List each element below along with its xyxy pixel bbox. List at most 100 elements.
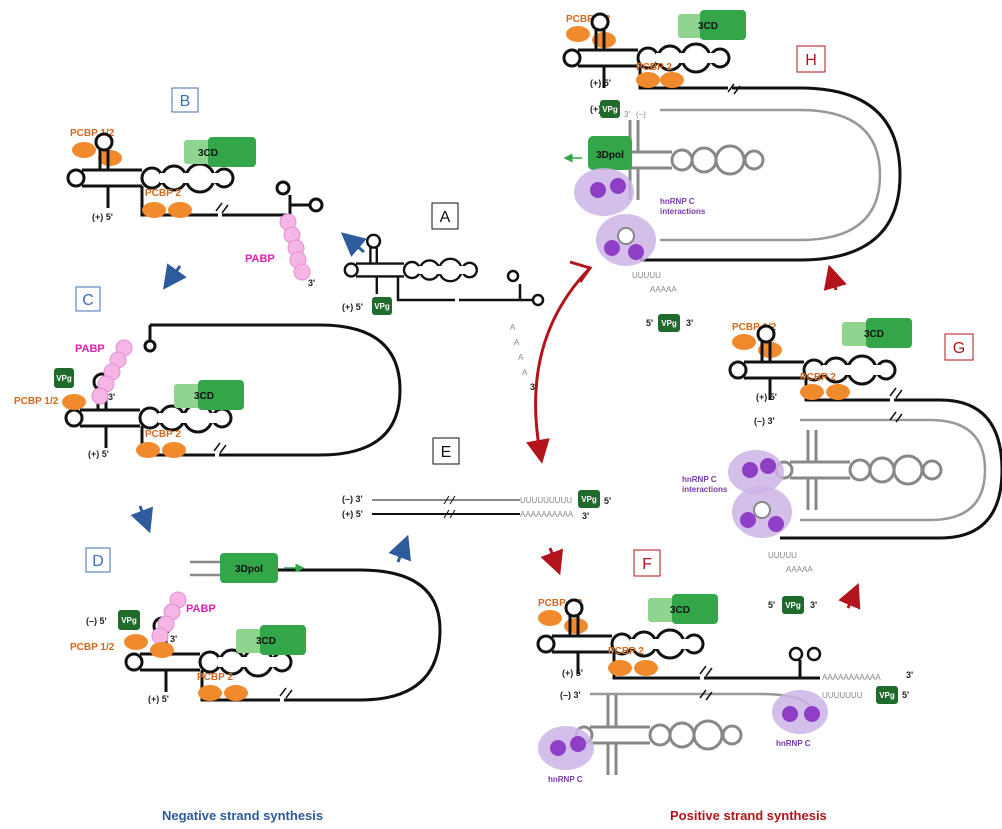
svg-text:VPg: VPg xyxy=(581,495,597,504)
svg-text:3': 3' xyxy=(906,670,913,680)
arrow-a-to-b xyxy=(340,232,367,257)
svg-text:UUUUU: UUUUU xyxy=(632,271,661,280)
svg-text:(–) 3': (–) 3' xyxy=(560,690,581,700)
caption-positive: Positive strand synthesis xyxy=(670,808,827,823)
svg-text:interactions: interactions xyxy=(660,207,706,216)
arrow-g-to-h xyxy=(823,264,847,291)
svg-text:(+) 5': (+) 5' xyxy=(342,509,363,519)
svg-text:(–) 3': (–) 3' xyxy=(342,494,363,504)
panel-g: G PCBP 1/2 3CD PCBP 2 (+) 5' (–) 3' hnRN… xyxy=(682,318,1002,614)
svg-text:A: A xyxy=(522,368,528,377)
svg-text:(+) 5': (+) 5' xyxy=(590,78,611,88)
svg-text:3': 3' xyxy=(170,634,177,644)
arrow-c-to-d xyxy=(130,505,154,534)
svg-text:3CD: 3CD xyxy=(194,391,214,402)
arrow-b-to-c xyxy=(163,263,187,290)
svg-text:PCBP 2: PCBP 2 xyxy=(145,429,181,440)
svg-text:3Dpol: 3Dpol xyxy=(596,150,624,161)
svg-text:PCBP 1/2: PCBP 1/2 xyxy=(14,396,59,407)
svg-text:3': 3' xyxy=(624,110,630,119)
panel-label-h: H xyxy=(805,52,817,69)
svg-text:(+) 5': (+) 5' xyxy=(88,449,109,459)
arrow-f-to-g xyxy=(838,582,861,610)
svg-text:3CD: 3CD xyxy=(698,21,718,32)
svg-text:PCBP 2: PCBP 2 xyxy=(636,62,672,73)
panel-c: C 3CD PCBP 2 (+) 5' PABP VPg PCBP 1/2 3' xyxy=(14,286,402,459)
panel-a: A A A A A 3' (+) 5' VPg xyxy=(342,202,545,392)
panel-d: D 3Dpol 3CD PCBP 2 (+) 5' PABP 3' (–) 5'… xyxy=(70,547,442,704)
svg-text:hnRNP C: hnRNP C xyxy=(682,475,717,484)
svg-text:(–): (–) xyxy=(636,110,646,119)
svg-text:5': 5' xyxy=(902,690,909,700)
panel-label-d: D xyxy=(92,553,104,570)
svg-text:(–) 5': (–) 5' xyxy=(86,616,107,626)
svg-text:UUUUUUUUU: UUUUUUUUU xyxy=(520,496,572,505)
svg-text:PCBP 1/2: PCBP 1/2 xyxy=(566,14,611,25)
svg-text:3CD: 3CD xyxy=(256,636,276,647)
svg-text:VPg: VPg xyxy=(602,105,618,114)
svg-text:5': 5' xyxy=(646,318,653,328)
svg-text:PCBP 1/2: PCBP 1/2 xyxy=(70,642,115,653)
svg-text:(–) 3': (–) 3' xyxy=(754,416,775,426)
panel-h: H PCBP 1/2 3CD PCBP 2 (+) 5' (+) 5' VPg … xyxy=(562,10,902,332)
panel-label-b: B xyxy=(180,93,191,110)
svg-text:3CD: 3CD xyxy=(670,605,690,616)
panel-e: E (–) 3' (+) 5' UUUUUUUUU AAAAAAAAAA VPg… xyxy=(342,437,611,521)
dpol-label: 3Dpol xyxy=(235,564,263,575)
svg-text:UUUUUUU: UUUUUUU xyxy=(822,691,863,700)
caption-negative: Negative strand synthesis xyxy=(162,808,324,823)
panel-label-c: C xyxy=(82,292,94,309)
svg-text:3': 3' xyxy=(308,278,315,288)
svg-text:PABP: PABP xyxy=(75,343,105,355)
svg-text:A: A xyxy=(518,353,524,362)
svg-text:3CD: 3CD xyxy=(864,329,884,340)
panel-label-a: A xyxy=(440,209,451,226)
svg-text:PCBP 1/2: PCBP 1/2 xyxy=(732,322,777,333)
svg-text:3': 3' xyxy=(108,392,115,402)
svg-text:PCBP 2: PCBP 2 xyxy=(608,646,644,657)
svg-text:PCBP 2: PCBP 2 xyxy=(800,372,836,383)
svg-text:A: A xyxy=(514,338,520,347)
panel-label-e: E xyxy=(441,444,452,461)
arrow-e-to-f xyxy=(540,547,564,576)
svg-text:VPg: VPg xyxy=(785,601,801,610)
svg-text:(+) 5': (+) 5' xyxy=(342,302,363,312)
svg-text:VPg: VPg xyxy=(879,691,895,700)
svg-text:(+) 5': (+) 5' xyxy=(148,694,169,704)
panel-b: B PCBP 1/2 3CD PCBP 2 (+) 5' PABP 3' xyxy=(66,87,324,288)
svg-text:UUUUU: UUUUU xyxy=(768,551,797,560)
pcbp12-label: PCBP 1/2 xyxy=(70,128,115,139)
svg-text:AAAAA: AAAAA xyxy=(650,285,677,294)
svg-text:3': 3' xyxy=(582,511,589,521)
panel-f: F PCBP 1/2 3CD PCBP 2 (+) 5' (–) 3' hnRN… xyxy=(536,549,913,784)
svg-text:A: A xyxy=(510,323,516,332)
svg-text:hnRNP C: hnRNP C xyxy=(776,739,811,748)
svg-text:VPg: VPg xyxy=(121,616,137,625)
svg-text:3': 3' xyxy=(686,318,693,328)
svg-text:hnRNP C: hnRNP C xyxy=(548,775,583,784)
cd3-label: 3CD xyxy=(198,148,218,159)
arrow-d-to-e xyxy=(388,534,412,563)
svg-text:AAAAAAAAAAA: AAAAAAAAAAA xyxy=(822,673,881,682)
svg-text:AAAAAAAAAA: AAAAAAAAAA xyxy=(520,510,574,519)
pabp-cluster xyxy=(279,213,311,281)
panel-label-f: F xyxy=(642,556,652,573)
svg-text:(+) 5': (+) 5' xyxy=(562,668,583,678)
svg-text:(+) 5': (+) 5' xyxy=(756,392,777,402)
flow-arrows xyxy=(130,232,861,610)
svg-text:VPg: VPg xyxy=(56,374,72,383)
pcbp2-label: PCBP 2 xyxy=(145,188,181,199)
arrow-h-to-e xyxy=(526,266,592,464)
svg-text:5': 5' xyxy=(768,600,775,610)
svg-text:PCBP 1/2: PCBP 1/2 xyxy=(538,598,583,609)
svg-text:PABP: PABP xyxy=(186,603,216,615)
svg-text:3': 3' xyxy=(810,600,817,610)
svg-text:5': 5' xyxy=(604,496,611,506)
pabp-label: PABP xyxy=(245,253,275,265)
svg-text:PCBP 2: PCBP 2 xyxy=(197,672,233,683)
svg-text:AAAAA: AAAAA xyxy=(786,565,813,574)
svg-text:VPg: VPg xyxy=(661,319,677,328)
strand-label: (+) 5' xyxy=(92,212,113,222)
svg-text:interactions: interactions xyxy=(682,485,728,494)
